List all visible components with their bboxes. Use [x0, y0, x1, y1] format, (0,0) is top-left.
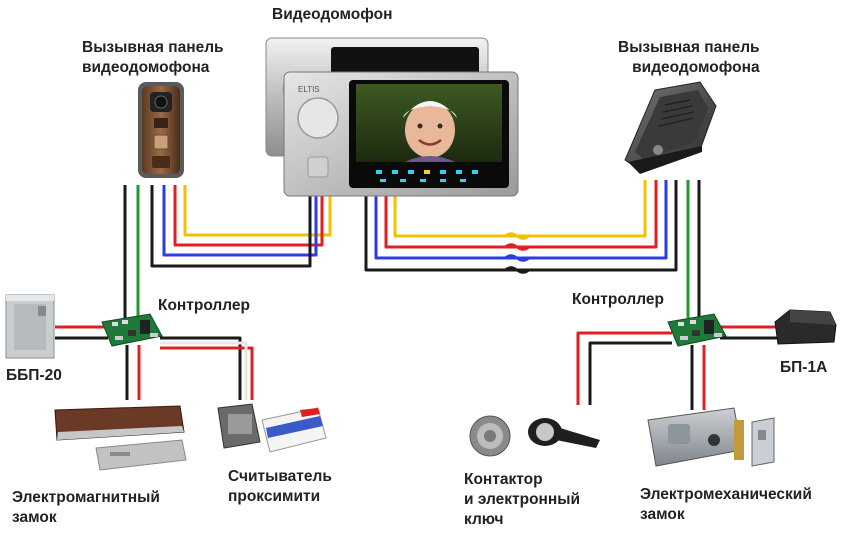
wire-left-panel-controller — [123, 185, 140, 318]
screen-child-face-icon — [403, 101, 457, 162]
proximity-card — [261, 407, 327, 453]
wire-bundle-right — [364, 180, 678, 274]
wire-yellow-right — [393, 180, 647, 238]
call-button-icon — [153, 134, 169, 150]
electronic-key-icon — [528, 418, 600, 448]
monitor-touch-buttons — [376, 170, 478, 182]
right-controller-label: Контроллер — [572, 291, 665, 308]
wire-red-left — [173, 185, 324, 247]
wire-right-panel-controller — [686, 180, 701, 318]
proximity-reader — [217, 403, 261, 449]
intercom-label: Видеодомофон — [272, 6, 393, 23]
magnetic-lock-label: Электромагнитный замок — [12, 489, 160, 526]
left-panel-label: Вызывная панель видеодомофона — [82, 39, 224, 76]
wire-blue-right — [374, 180, 668, 260]
call-button-icon — [653, 145, 663, 155]
wire-blue-left — [162, 185, 318, 257]
right-panel-label: Вызывная панель видеодомофона — [618, 39, 760, 76]
contactor-label: Контактор и электронный ключ — [464, 471, 581, 528]
speaker-grille-icon — [658, 99, 695, 127]
left-controller-label: Контроллер — [158, 297, 251, 314]
electromechanical-lock — [647, 407, 775, 467]
right-call-panel — [624, 81, 717, 174]
wire-bundle-left — [150, 185, 332, 268]
keyhole-icon — [708, 434, 720, 446]
wire-black-left — [150, 185, 312, 268]
speaker-icon — [297, 97, 339, 139]
left-psu-box — [5, 294, 55, 359]
reader-label: Считыватель проксимити — [228, 468, 332, 505]
wire-red-right — [384, 180, 658, 249]
camera-icon — [154, 95, 168, 109]
video-intercom-monitor-front: ELTIS — [283, 71, 519, 197]
right-controller-board — [667, 313, 727, 347]
wire-yellow-left — [183, 185, 332, 237]
left-call-panel — [138, 82, 184, 178]
monitor-button-icon — [307, 156, 329, 178]
left-controller-board — [101, 313, 163, 347]
wire-black-right — [364, 180, 678, 272]
right-psu-box — [774, 309, 837, 345]
wire-left-controller-peripherals — [55, 325, 254, 400]
left-psu-label: ББП-20 — [6, 367, 62, 384]
electromagnetic-lock — [54, 405, 187, 471]
wire-right-controller-peripherals — [576, 325, 780, 410]
monitor-brand: ELTIS — [298, 85, 320, 94]
right-psu-label: БП-1А — [780, 359, 828, 376]
contactor-reader — [469, 415, 511, 457]
mech-lock-label: Электромеханический замок — [640, 486, 812, 523]
